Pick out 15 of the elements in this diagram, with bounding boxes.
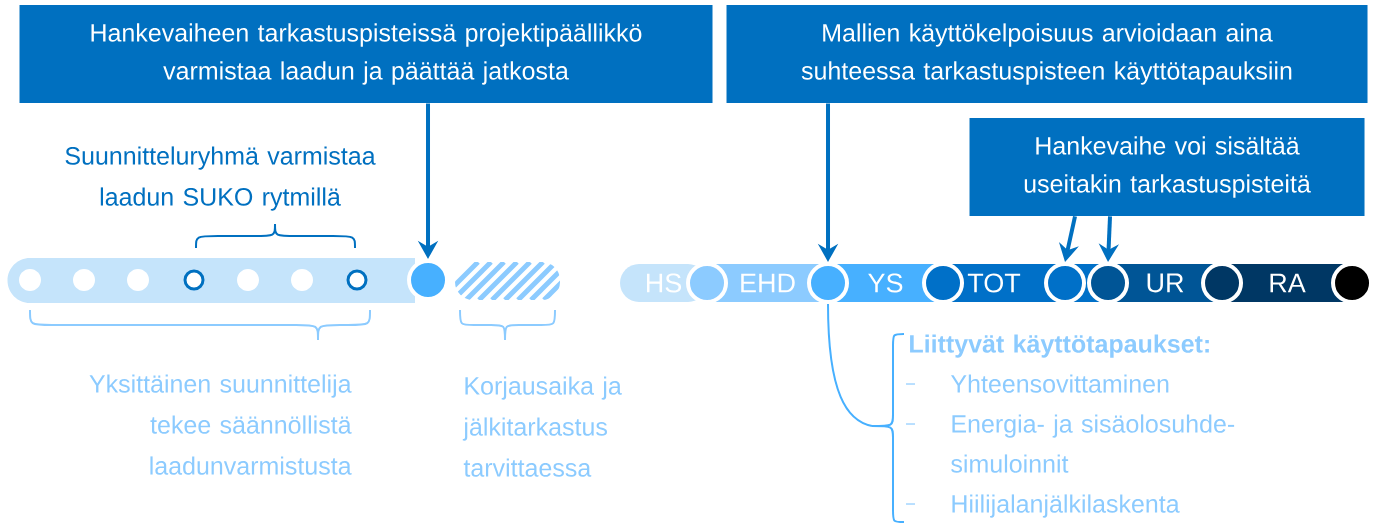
text-box: Mallien käyttökelpoisuus arvioidaan aina suhteessa tarkastuspisteen käyttötapauksiin	[726, 5, 1368, 103]
node-label: EHD	[741, 273, 795, 293]
annotation-text: Suunnitteluryhmä varmistaa laadun SUKO rytmillä	[65, 146, 376, 211]
node-label: YS	[868, 273, 903, 293]
checkpoint-circle	[1331, 262, 1373, 304]
node-label: RA	[1270, 273, 1306, 293]
text-box: Hankevaihe voi sisältää useitakin tarkastuspisteitä	[969, 118, 1365, 216]
leader-line	[827, 303, 873, 428]
use-case-list: Liittyvät käyttötapaukset: Yhteensovittaminen Energia- ja sisäolosuhde- simuloinnit Hiilijalanjälkilaskenta	[910, 334, 1235, 518]
node-label: TOT	[967, 273, 1021, 293]
node-label: UR	[1147, 273, 1184, 293]
annotation-text: Yksittäinen suunnittelija tekee säännöllistä laadunvarmistusta	[89, 374, 352, 475]
annotation-text: Korjausaika ja jälkitarkastus tarvittaessa	[462, 376, 622, 477]
text-box: Hankevaiheen tarkastuspisteissä projektipäällikkö varmistaa laadun ja päättää jatkosta	[19, 5, 713, 103]
checkpoint-circle	[686, 262, 728, 304]
